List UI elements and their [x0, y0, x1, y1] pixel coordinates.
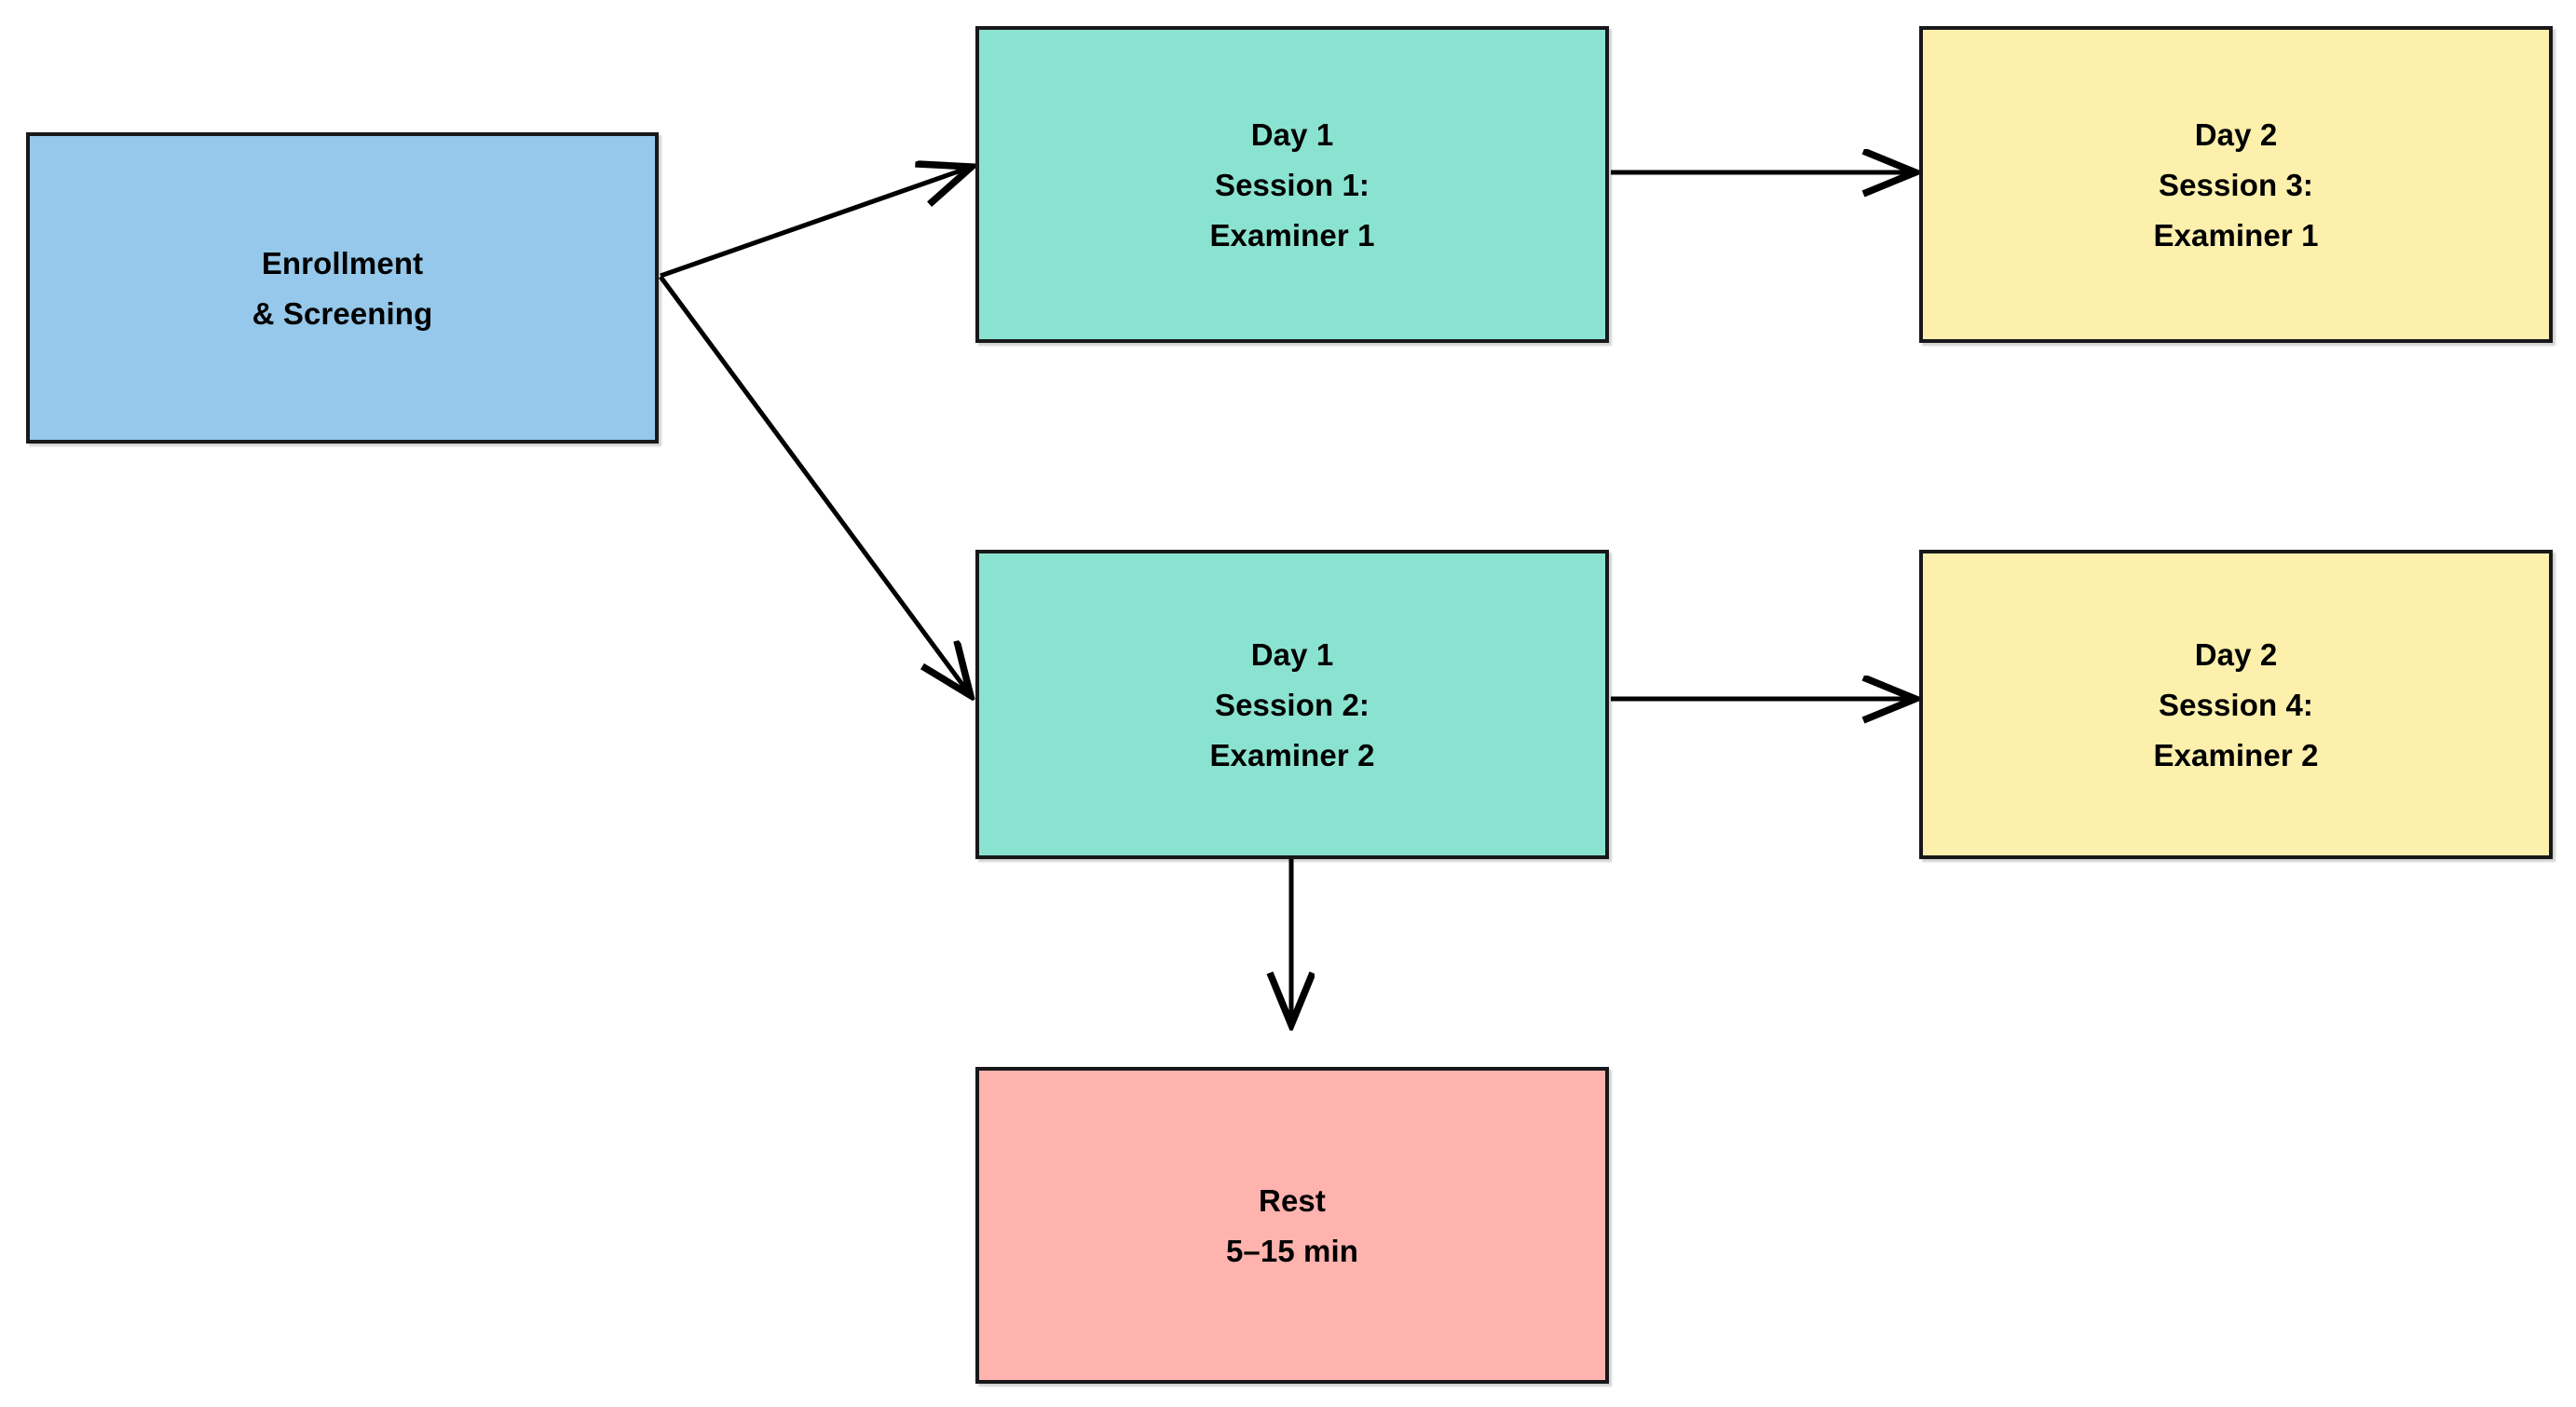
node-session4-line-2: Session 4: [2158, 687, 2314, 722]
node-session1-line-2: Session 1: [1214, 167, 1370, 202]
node-session2-line-2: Session 2: [1214, 687, 1370, 722]
node-rest-line-2: 5–15 min [1225, 1233, 1359, 1268]
node-session4-line-1: Day 2 [2194, 636, 2278, 672]
node-day1-session1-examiner1[interactable]: Day 1 Session 1: Examiner 1 [975, 26, 1609, 343]
node-session3-line-3: Examiner 1 [2153, 217, 2319, 253]
node-session2-line-3: Examiner 2 [1209, 737, 1375, 772]
node-session1-line-1: Day 1 [1250, 116, 1334, 152]
node-session3-line-2: Session 3: [2158, 167, 2314, 202]
node-enrollment-screening[interactable]: Enrollment & Screening [26, 132, 659, 444]
node-rest[interactable]: Rest 5–15 min [975, 1067, 1609, 1384]
node-day2-session4-examiner2[interactable]: Day 2 Session 4: Examiner 2 [1919, 550, 2553, 859]
node-enrollment-line-1: Enrollment [261, 245, 424, 280]
node-day1-session2-examiner2[interactable]: Day 1 Session 2: Examiner 2 [975, 550, 1609, 859]
edge-enrollment-to-session2 [658, 275, 969, 693]
node-session2-line-1: Day 1 [1250, 636, 1334, 672]
edge-enrollment-to-session1 [660, 168, 969, 279]
node-day2-session3-examiner1[interactable]: Day 2 Session 3: Examiner 1 [1919, 26, 2553, 343]
node-session3-line-1: Day 2 [2194, 116, 2278, 152]
node-enrollment-line-2: & Screening [252, 295, 433, 331]
node-session1-line-3: Examiner 1 [1209, 217, 1375, 253]
node-rest-line-1: Rest [1259, 1182, 1326, 1218]
node-session4-line-3: Examiner 2 [2153, 737, 2319, 772]
